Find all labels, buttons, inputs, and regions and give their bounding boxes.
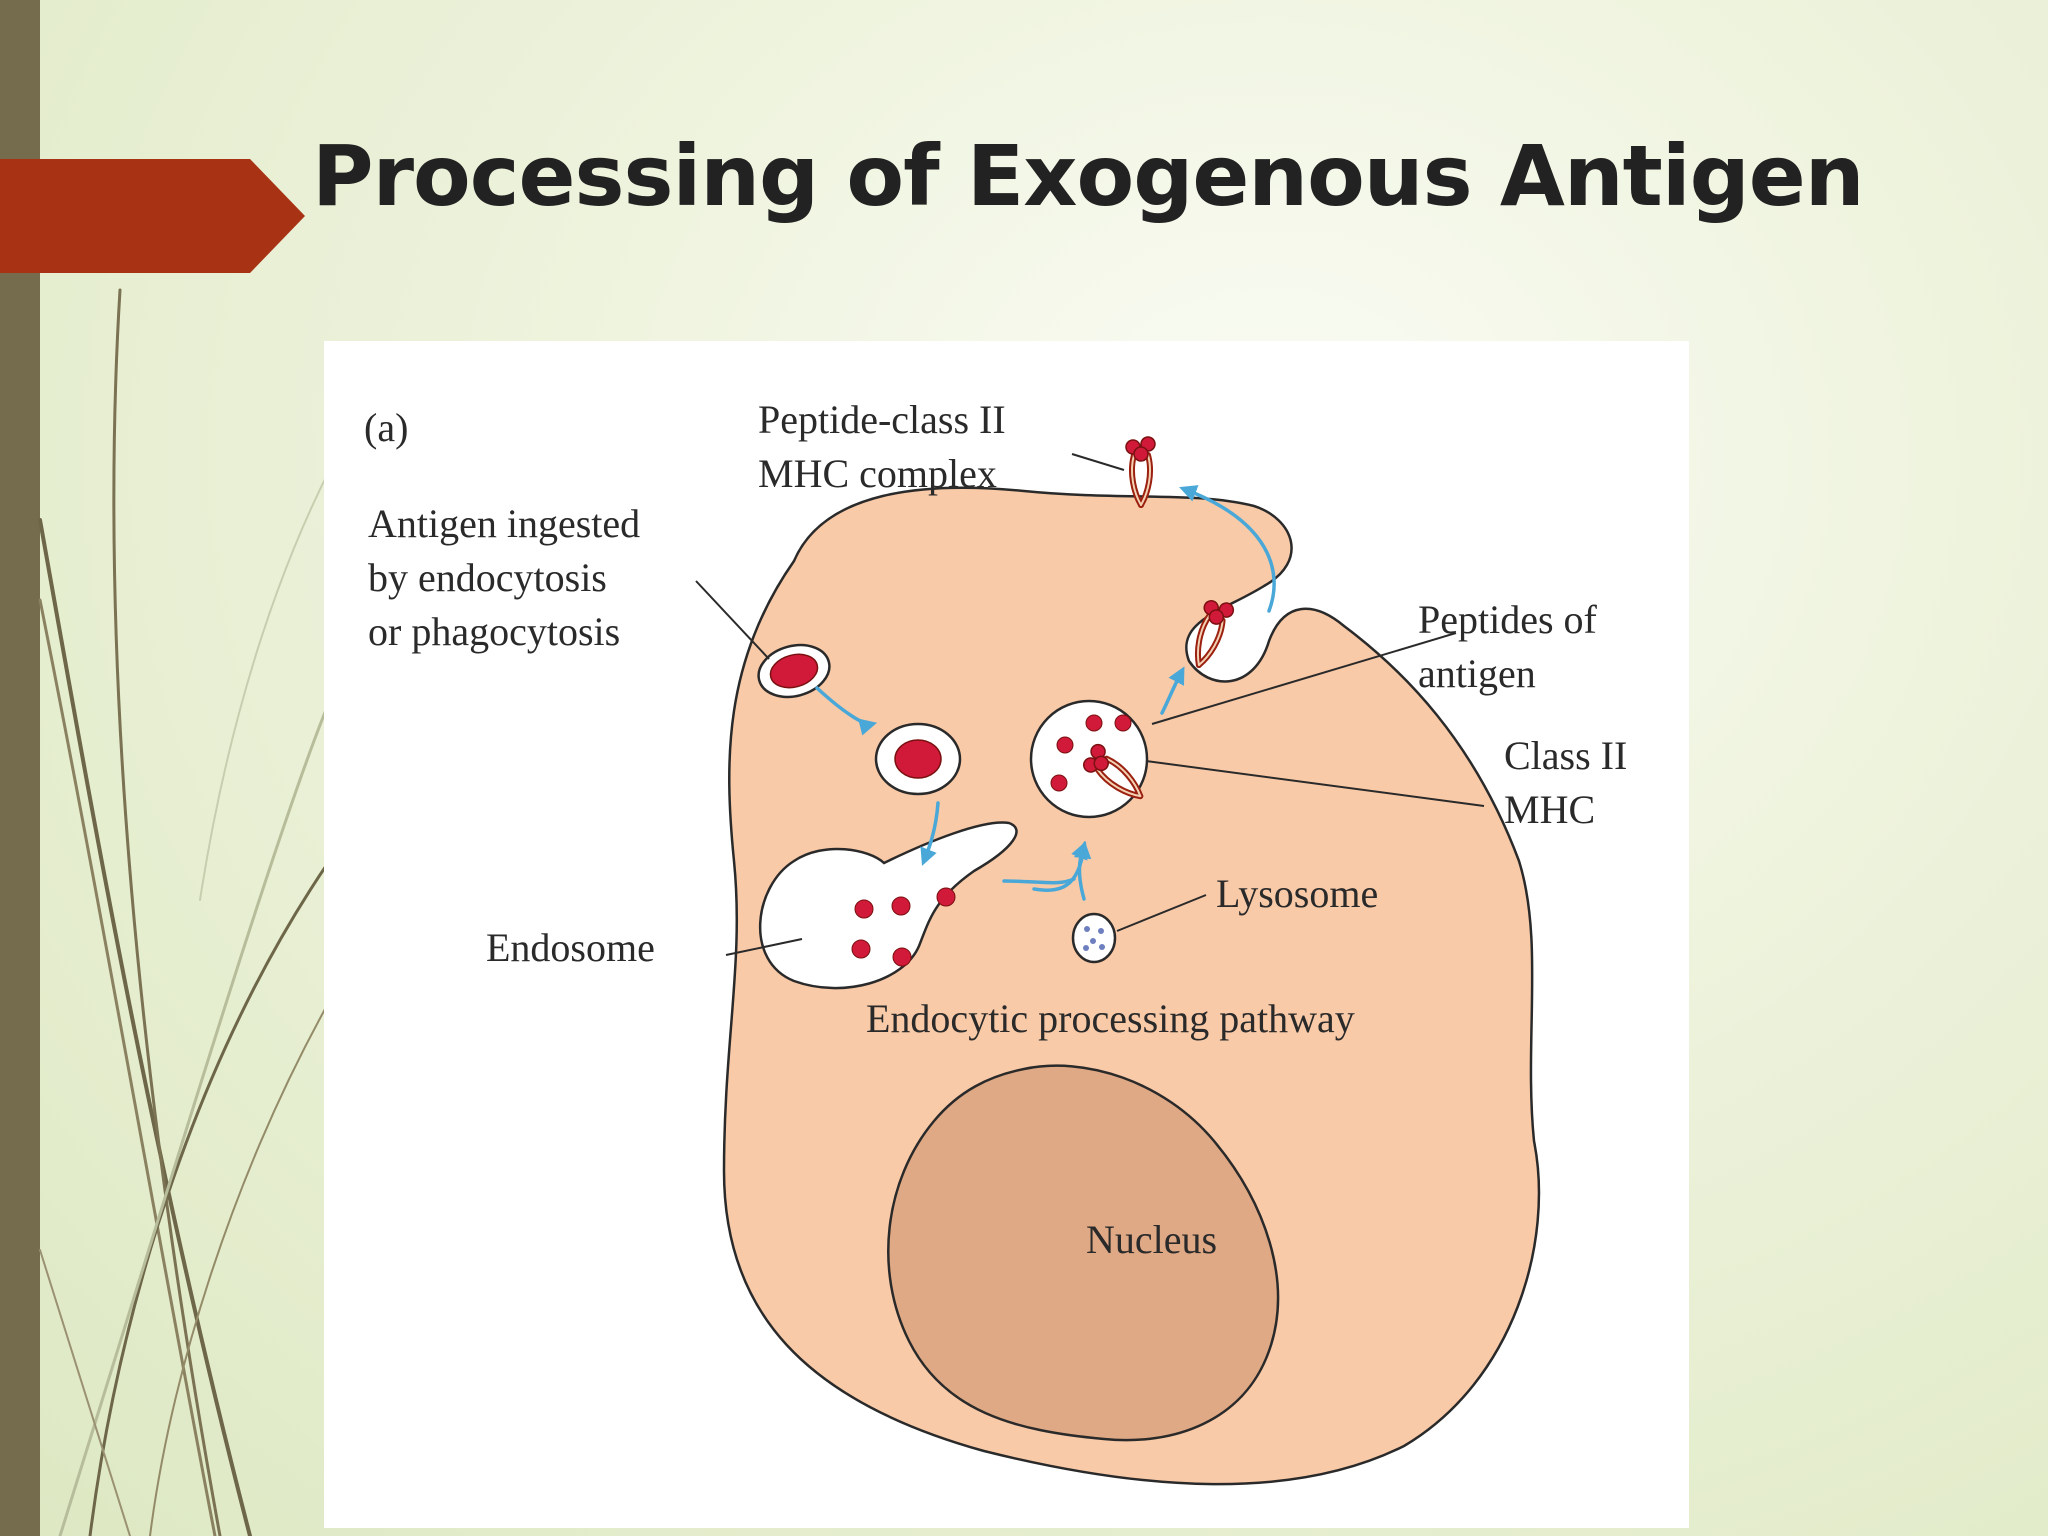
decorative-curves	[38, 288, 330, 1536]
label-peptide-class-ii-mhc-complex: Peptide-class II MHC complex	[758, 397, 1006, 496]
nucleus	[887, 1064, 1280, 1442]
label-peptides-of-antigen: Peptides of antigen	[1418, 597, 1597, 696]
label-class-ii-mhc: Class II MHC	[1504, 733, 1628, 832]
label-antigen-ingested: Antigen ingested by endocytosis or phago…	[368, 501, 641, 654]
label-endosome: Endosome	[486, 925, 655, 970]
label-endocytic-processing-pathway: Endocytic processing pathway	[866, 996, 1355, 1041]
antigen-particle	[894, 739, 942, 779]
antigen-particle	[769, 653, 819, 689]
pathway-arrows	[815, 485, 1276, 901]
slide-title: Processing of Exogenous Antigen	[312, 127, 1865, 225]
label-nucleus: Nucleus	[1086, 1217, 1218, 1262]
panel-label: (a)	[364, 405, 409, 450]
lysosome-enzymes	[1083, 926, 1105, 951]
lysosome	[1071, 912, 1117, 964]
endosome	[759, 821, 1018, 990]
leader-lines	[695, 453, 1485, 956]
endosome-antigen-fragments	[851, 887, 956, 967]
cell-diagram	[695, 341, 1541, 1486]
vesicle-peptides	[1050, 714, 1132, 792]
surface-peptide-mhc-complex	[1126, 437, 1155, 505]
label-lysosome: Lysosome	[1216, 871, 1379, 916]
diagram-panel: (a) Peptide-class II MHC complex Antigen…	[324, 341, 1689, 1528]
title-arrow-marker	[0, 159, 305, 273]
